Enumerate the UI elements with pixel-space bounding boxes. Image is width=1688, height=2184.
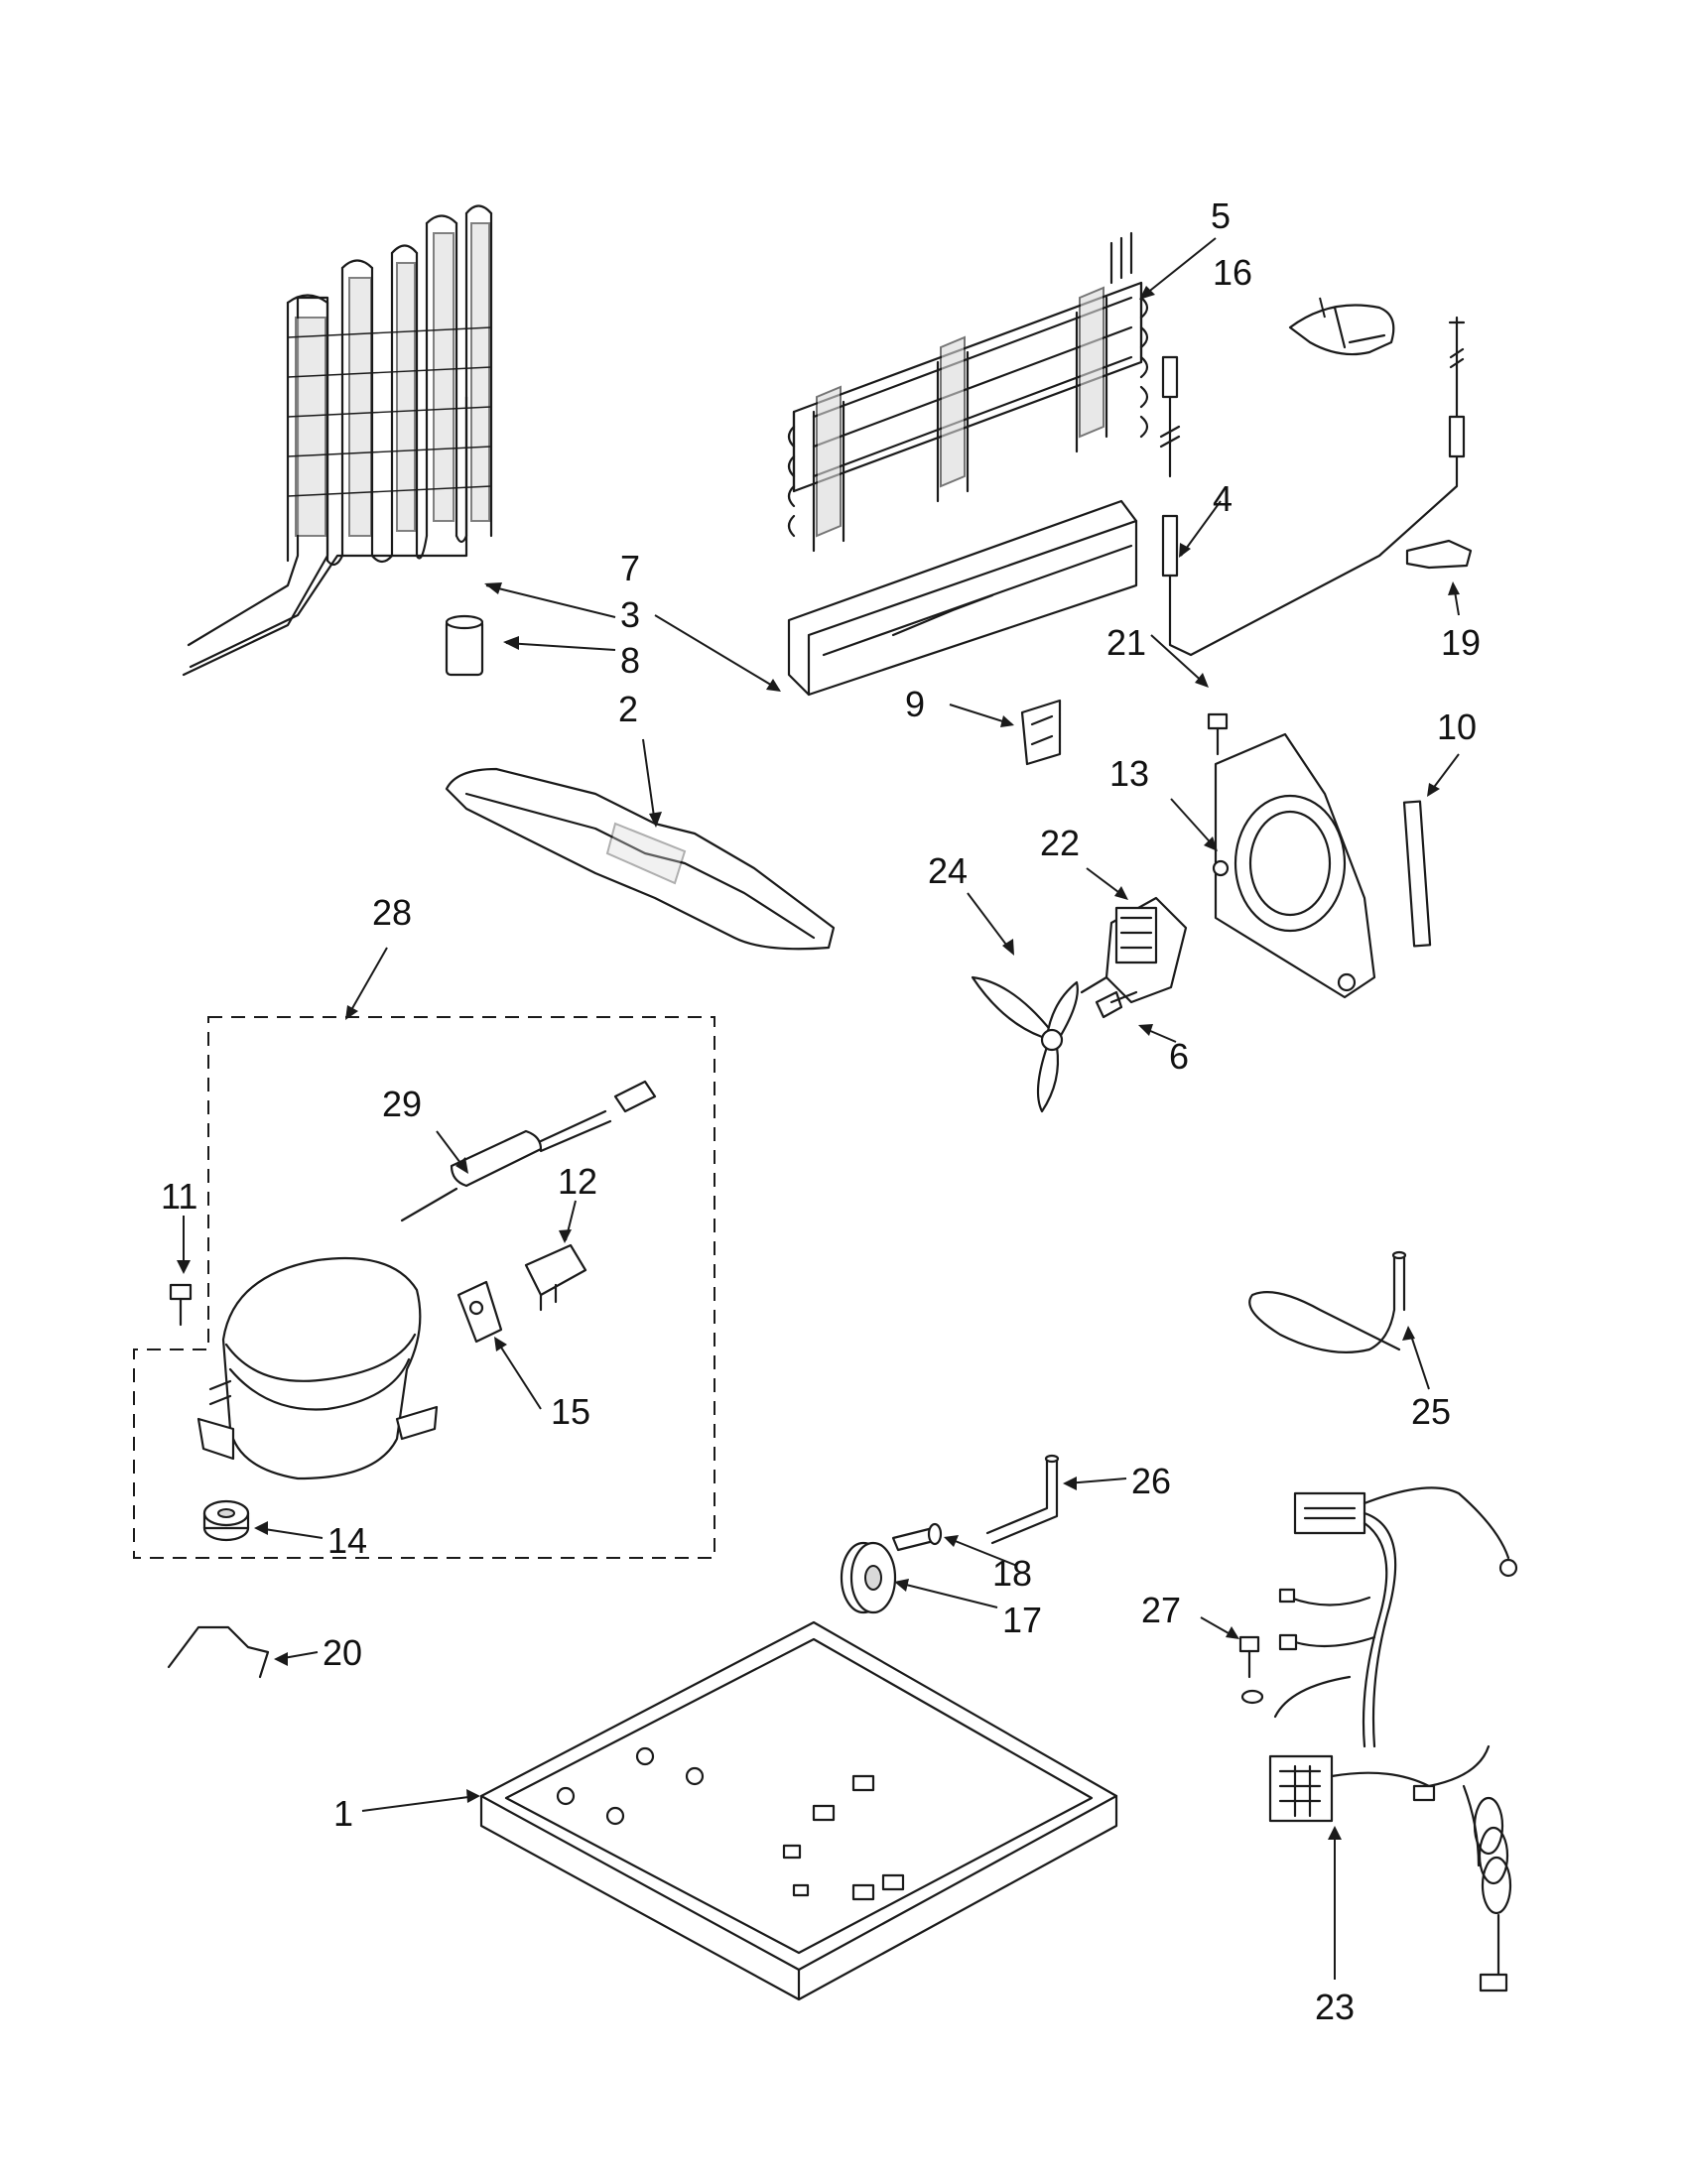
callout-14: 14 <box>327 1520 367 1561</box>
gasket-strip-icon <box>1402 800 1432 948</box>
callout-7: 7 <box>620 548 640 588</box>
callout-8: 8 <box>620 640 640 681</box>
tube-fitting-icon <box>985 1454 1060 1545</box>
callout-9: 9 <box>905 684 925 724</box>
defrost-heater-wire-icon <box>1159 316 1466 657</box>
roller-pin-icon <box>891 1522 943 1552</box>
drier-icon <box>400 1080 657 1222</box>
start-relay-icon <box>456 1280 503 1344</box>
leader-lines <box>183 237 1460 1980</box>
fill-tube-icon <box>1248 1250 1407 1353</box>
callout-22: 22 <box>1040 823 1080 863</box>
callout-27: 27 <box>1141 1590 1181 1630</box>
callout-26: 26 <box>1131 1461 1171 1501</box>
callout-19: 19 <box>1441 622 1481 663</box>
callout-1: 1 <box>333 1793 353 1834</box>
callout-15: 15 <box>551 1391 590 1432</box>
condenser-coil-icon <box>182 204 493 677</box>
drain-pan-icon <box>445 767 836 951</box>
drain-trough-icon <box>787 499 1138 697</box>
evaporator-cover-icon <box>1288 304 1395 356</box>
callout-3: 3 <box>620 594 640 635</box>
thermistor-clip-icon <box>1405 539 1473 570</box>
callout-4: 4 <box>1213 478 1233 519</box>
callout-13: 13 <box>1109 753 1149 794</box>
compressor-icon <box>196 1256 439 1480</box>
callout-23: 23 <box>1315 1987 1355 2027</box>
callout-28: 28 <box>372 892 412 933</box>
fan-shroud-icon <box>1212 732 1376 999</box>
callout-12: 12 <box>558 1161 597 1202</box>
wire-harness-icon <box>1268 1486 1518 1992</box>
screw-icon-21 <box>1207 712 1229 756</box>
callout-16: 16 <box>1213 252 1252 293</box>
fan-motor-icon <box>1080 896 1188 1004</box>
fan-blade-icon <box>971 975 1079 1113</box>
evaporator-coil-icon <box>787 231 1149 553</box>
spring-clip-icon <box>1020 699 1062 766</box>
callout-17: 17 <box>1002 1600 1042 1640</box>
roller-wheel-icon <box>840 1541 897 1614</box>
callout-10: 10 <box>1437 707 1477 747</box>
bushing-icon <box>445 614 484 677</box>
grommet-icon <box>202 1499 250 1542</box>
callout-29: 29 <box>382 1084 422 1124</box>
callout-11: 11 <box>161 1176 197 1217</box>
callout-2: 2 <box>618 689 638 729</box>
arrowheads <box>177 286 1460 1840</box>
screw-icon-27 <box>1238 1635 1264 1705</box>
callout-21: 21 <box>1106 622 1146 663</box>
wire-clip-icon <box>167 1625 270 1679</box>
callout-5: 5 <box>1211 195 1231 236</box>
callout-18: 18 <box>992 1553 1032 1594</box>
callout-6: 6 <box>1169 1036 1189 1077</box>
callout-24: 24 <box>928 850 968 891</box>
screw-icon-11 <box>169 1283 193 1327</box>
compressor-assembly-boundary <box>133 1016 715 1559</box>
callout-labels: 1 2 3 4 5 6 7 8 9 10 11 12 13 14 15 16 1… <box>161 195 1481 2027</box>
callout-20: 20 <box>323 1632 362 1673</box>
callout-25: 25 <box>1411 1391 1451 1432</box>
base-frame-icon <box>479 1620 1118 2001</box>
screw-icon-6 <box>1095 990 1138 1019</box>
overload-protector-icon <box>524 1243 587 1312</box>
